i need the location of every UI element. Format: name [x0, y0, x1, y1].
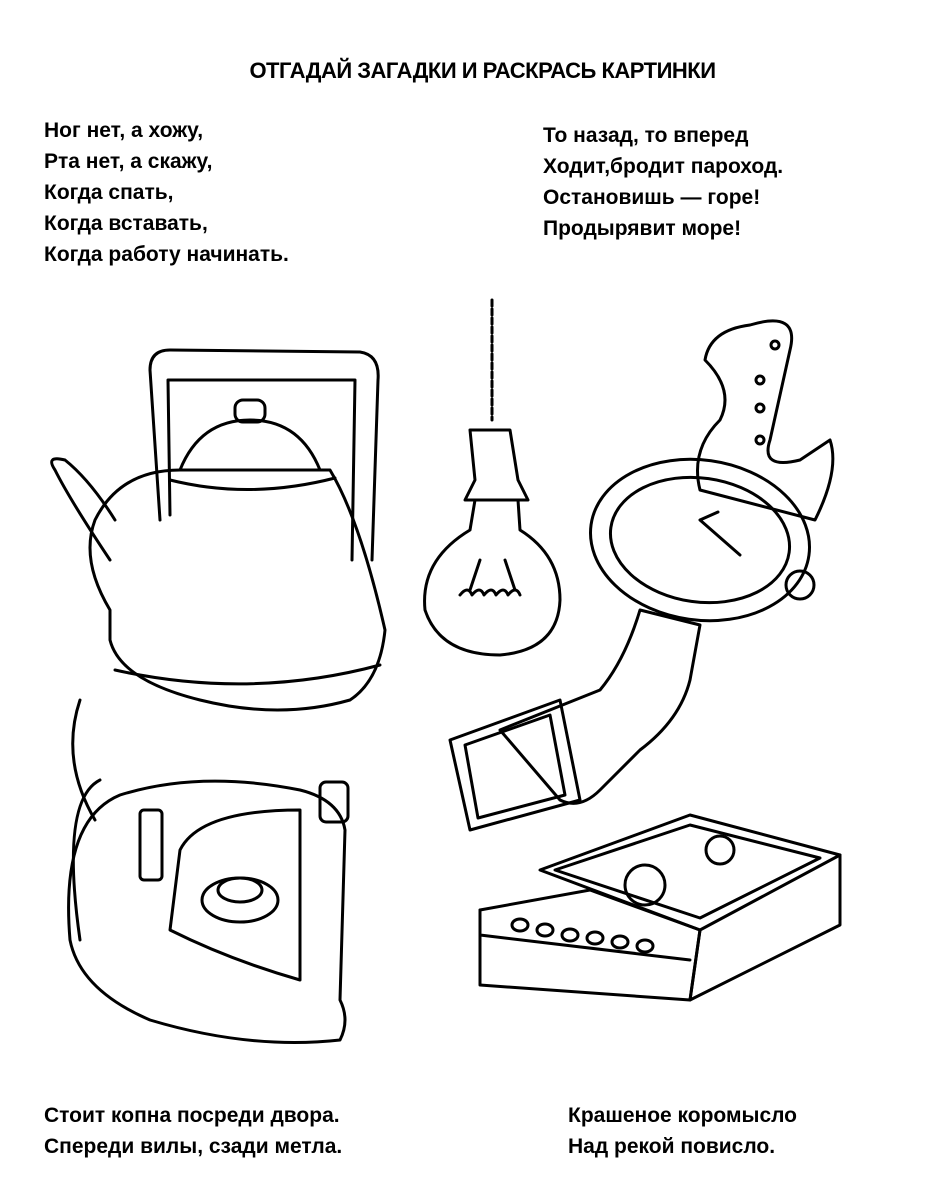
- riddle-line: Продырявит море!: [543, 217, 742, 240]
- riddle-line: Рта нет, а скажу,: [44, 150, 213, 173]
- riddle-line: Спереди вилы, сзади метла.: [44, 1135, 343, 1158]
- wristwatch-drawing: [448, 319, 835, 832]
- page-title: ОТГАДАЙ ЗАГАДКИ И РАСКРАСЬ КАРТИНКИ: [249, 58, 716, 83]
- riddle-line: Остановишь — горе!: [543, 186, 761, 209]
- riddle-line: Над рекой повисло.: [568, 1135, 776, 1158]
- riddle-line: Ходит,бродит пароход.: [543, 155, 784, 178]
- kettle-drawing: [50, 348, 387, 712]
- riddle-iron: То назад, то вперед Ходит,бродит пароход…: [543, 120, 783, 244]
- iron-drawing: [67, 698, 350, 1044]
- riddle-clock: Ног нет, а хожу, Рта нет, а скажу, Когда…: [44, 115, 289, 270]
- matchbox-drawing: [478, 813, 842, 1002]
- riddle-line: То назад, то вперед: [543, 124, 749, 147]
- riddle-line: Ног нет, а хожу,: [44, 119, 204, 142]
- light-bulb-drawing: [423, 298, 562, 657]
- riddle-line: Когда спать,: [44, 181, 174, 204]
- riddle-line: Стоит копна посреди двора.: [44, 1104, 340, 1127]
- riddle-line: Когда вставать,: [44, 212, 208, 235]
- riddle-rainbow: Крашеное коромысло Над рекой повисло.: [568, 1100, 797, 1162]
- riddle-line: Когда работу начинать.: [44, 243, 289, 266]
- riddle-haystack: Стоит копна посреди двора. Спереди вилы,…: [44, 1100, 342, 1162]
- riddle-line: Крашеное коромысло: [568, 1104, 798, 1127]
